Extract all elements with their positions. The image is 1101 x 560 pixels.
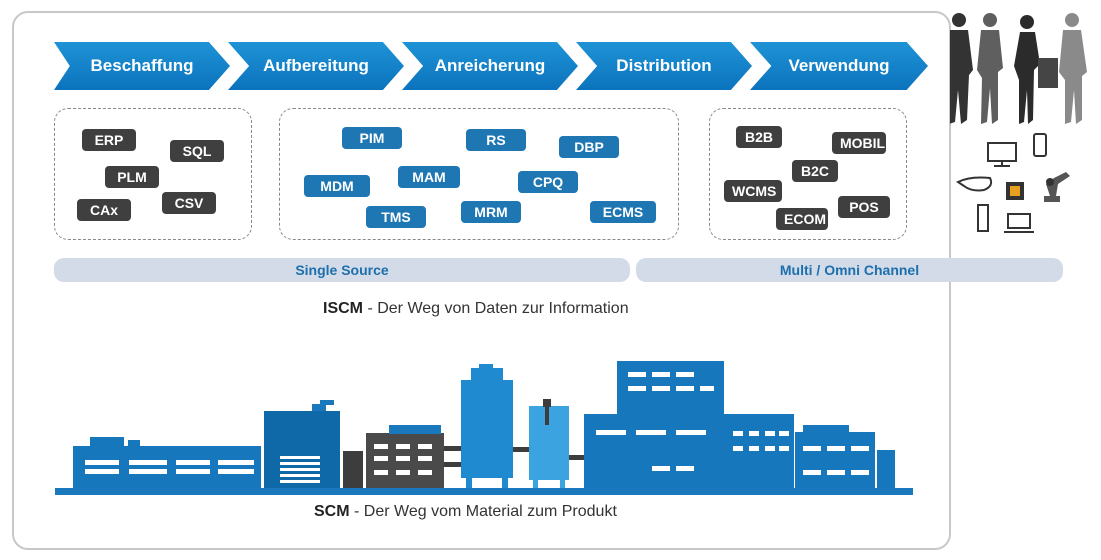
sources-group bbox=[54, 108, 252, 240]
smartphone-icon bbox=[1033, 133, 1047, 157]
tag-mdm: MDM bbox=[304, 175, 370, 197]
iscm-caption: ISCM - Der Weg von Daten zur Information bbox=[323, 300, 629, 318]
step-anreicherung: Anreicherung bbox=[402, 42, 578, 90]
step-distribution: Distribution bbox=[576, 42, 752, 90]
tag-csv: CSV bbox=[162, 192, 216, 214]
tag-cpq: CPQ bbox=[518, 171, 578, 193]
band-multi-channel: Multi / Omni Channel bbox=[636, 258, 1063, 282]
tag-ecom: ECOM bbox=[776, 208, 828, 230]
tag-wcms: WCMS bbox=[724, 180, 782, 202]
smart-glasses-icon bbox=[956, 176, 993, 192]
iscm-text: - Der Weg von Daten zur Information bbox=[363, 300, 629, 317]
robot-arm-icon bbox=[1044, 172, 1070, 202]
tag-mobil: MOBIL bbox=[832, 132, 886, 154]
step-aufbereitung: Aufbereitung bbox=[228, 42, 404, 90]
step-verwendung: Verwendung bbox=[750, 42, 928, 90]
band-single-source: Single Source bbox=[54, 258, 630, 282]
desktop-tower-icon bbox=[977, 204, 989, 232]
tag-mam: MAM bbox=[398, 166, 460, 188]
laptop-icon bbox=[1004, 213, 1034, 233]
tag-ecms: ECMS bbox=[590, 201, 656, 223]
tag-pos: POS bbox=[838, 196, 890, 218]
channels-group bbox=[709, 108, 907, 240]
tag-b2c: B2C bbox=[792, 160, 838, 182]
step-beschaffung: Beschaffung bbox=[54, 42, 230, 90]
iscm-abbr: ISCM bbox=[323, 300, 363, 317]
tag-mrm: MRM bbox=[461, 201, 521, 223]
tag-tms: TMS bbox=[366, 206, 426, 228]
tag-sql: SQL bbox=[170, 140, 224, 162]
tag-plm: PLM bbox=[105, 166, 159, 188]
tag-cax: CAx bbox=[77, 199, 131, 221]
chip-icon bbox=[1006, 182, 1024, 200]
scm-text: - Der Weg vom Material zum Produkt bbox=[349, 503, 617, 520]
tag-erp: ERP bbox=[82, 129, 136, 151]
monitor-icon bbox=[987, 142, 1017, 167]
tag-rs: RS bbox=[466, 129, 526, 151]
tag-dbp: DBP bbox=[559, 136, 619, 158]
single-source-group bbox=[279, 108, 679, 240]
tag-b2b: B2B bbox=[736, 126, 782, 148]
scm-abbr: SCM bbox=[314, 503, 350, 520]
tag-pim: PIM bbox=[342, 127, 402, 149]
scm-caption: SCM - Der Weg vom Material zum Produkt bbox=[314, 503, 617, 521]
